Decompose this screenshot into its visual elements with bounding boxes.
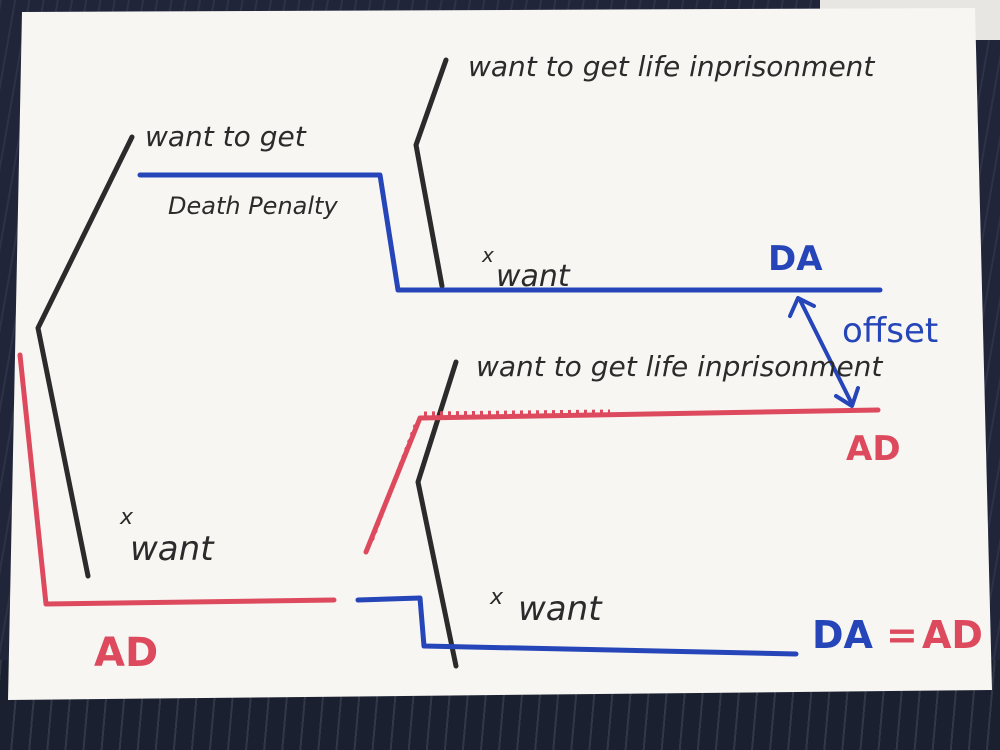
label-want-to-get-top-left: want to get — [145, 120, 307, 153]
label-da-top: DA — [768, 239, 823, 279]
label-ad-equation: AD — [922, 613, 983, 657]
black-line-bottom-right — [415, 359, 459, 669]
offset-arrowhead-top — [788, 296, 816, 318]
label-death-penalty: Death Penalty — [168, 192, 338, 220]
paper-sheet — [8, 8, 992, 700]
x-mark-left: x — [119, 505, 134, 530]
x-mark-bottom: x — [489, 585, 504, 610]
label-want-left: want — [130, 529, 215, 569]
blue-line-bottom — [355, 595, 799, 657]
label-want-bottom: want — [518, 589, 603, 629]
offset-arrow — [798, 298, 854, 406]
label-offset: offset — [842, 311, 938, 351]
black-line-left — [35, 134, 135, 579]
red-line-left — [17, 352, 337, 607]
x-mark-top: x — [481, 243, 494, 267]
label-da-equation: DA — [812, 613, 874, 657]
blue-line-top — [137, 172, 883, 293]
black-line-top-right — [413, 57, 449, 289]
label-want-top: want — [496, 259, 571, 294]
offset-arrowhead-bottom — [834, 386, 860, 408]
label-ad-right: AD — [846, 429, 901, 469]
label-want-life-inprisonment-mid: want to get life inprisonment — [476, 350, 883, 383]
label-equals-sign: = — [886, 613, 918, 657]
label-want-life-inprisonment-top: want to get life inprisonment — [468, 50, 875, 83]
label-ad-left: AD — [94, 630, 158, 676]
